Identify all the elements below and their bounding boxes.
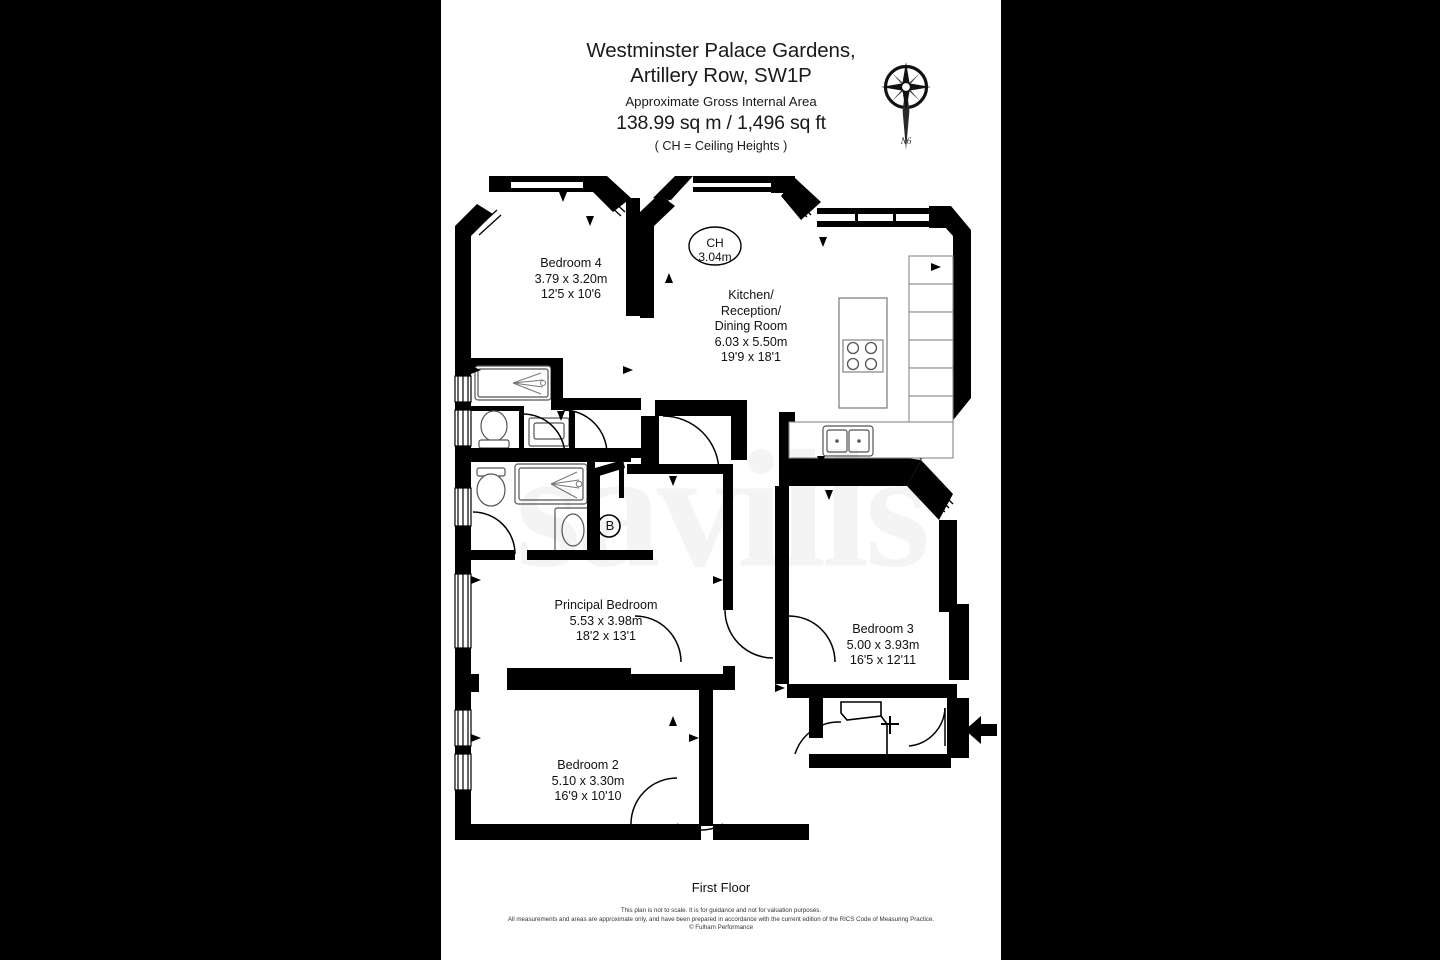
room-label-bedroom-3: Bedroom 3 5.00 x 3.93m 16'5 x 12'11 xyxy=(807,622,959,669)
disclaimer-line-1: This plan is not to scale. It is for gui… xyxy=(620,907,822,914)
plan-header: Westminster Palace Gardens, Artillery Ro… xyxy=(441,0,1001,153)
kitchen-name-line-2: Reception/ xyxy=(720,303,782,318)
floor-name: First Floor xyxy=(691,880,751,895)
room-label-bedroom-4: Bedroom 4 3.79 x 3.20m 12'5 x 10'6 xyxy=(486,256,656,303)
bedroom-2-imperial: 16'9 x 10'10 xyxy=(554,789,622,803)
kitchen-name-line-1: Kitchen/ xyxy=(728,288,774,302)
principal-bedroom-metric: 5.53 x 3.98m xyxy=(569,613,643,628)
bedroom-2-name: Bedroom 2 xyxy=(557,758,619,772)
bedroom-4-name: Bedroom 4 xyxy=(540,256,602,270)
boiler-marker-label: B xyxy=(599,518,621,533)
boiler-letter: B xyxy=(605,518,615,533)
ceiling-height-badge: CH 3.04m xyxy=(669,236,761,264)
kitchen-metric: 6.03 x 5.50m xyxy=(714,334,788,349)
kitchen-imperial: 19'9 x 18'1 xyxy=(720,350,782,364)
room-label-kitchen: Kitchen/ Reception/ Dining Room 6.03 x 5… xyxy=(671,288,831,366)
bedroom-3-name: Bedroom 3 xyxy=(852,622,914,636)
plan-footer: First Floor This plan is not to scale. I… xyxy=(441,880,1001,933)
disclaimer-copyright: © Fulham Performance xyxy=(688,924,754,932)
area-subtitle: Approximate Gross Internal Area xyxy=(625,94,817,109)
floor-plan-page: Westminster Palace Gardens, Artillery Ro… xyxy=(441,0,1001,960)
bedroom-3-metric: 5.00 x 3.93m xyxy=(846,637,920,652)
room-label-bedroom-2: Bedroom 2 5.10 x 3.30m 16'9 x 10'10 xyxy=(493,758,683,805)
ceiling-height-value: 3.04m xyxy=(698,250,732,264)
compass-rose-icon xyxy=(871,55,941,155)
bedroom-4-metric: 3.79 x 3.20m xyxy=(534,271,608,286)
bedroom-3-imperial: 16'5 x 12'11 xyxy=(849,653,917,667)
property-title-line-1: Westminster Palace Gardens, xyxy=(586,39,856,62)
room-label-principal-bedroom: Principal Bedroom 5.53 x 3.98m 18'2 x 13… xyxy=(513,598,699,645)
compass-signature: N6 xyxy=(900,136,912,146)
ceiling-height-note: ( CH = Ceiling Heights ) xyxy=(654,139,788,153)
principal-bedroom-imperial: 18'2 x 13'1 xyxy=(575,629,637,643)
kitchen-name-line-3: Dining Room xyxy=(714,319,788,333)
bedroom-2-metric: 5.10 x 3.30m xyxy=(551,773,625,788)
principal-bedroom-name: Principal Bedroom xyxy=(554,598,658,612)
gross-internal-area: 138.99 sq m / 1,496 sq ft xyxy=(616,112,826,134)
property-title-line-2: Artillery Row, SW1P xyxy=(630,64,812,87)
floor-plan-drawing: Bedroom 4 3.79 x 3.20m 12'5 x 10'6 CH 3.… xyxy=(441,168,1001,880)
bedroom-4-imperial: 12'5 x 10'6 xyxy=(540,287,602,301)
disclaimer-line-2: All measurements and areas are approxima… xyxy=(507,915,935,923)
ceiling-height-label: CH xyxy=(706,236,724,250)
